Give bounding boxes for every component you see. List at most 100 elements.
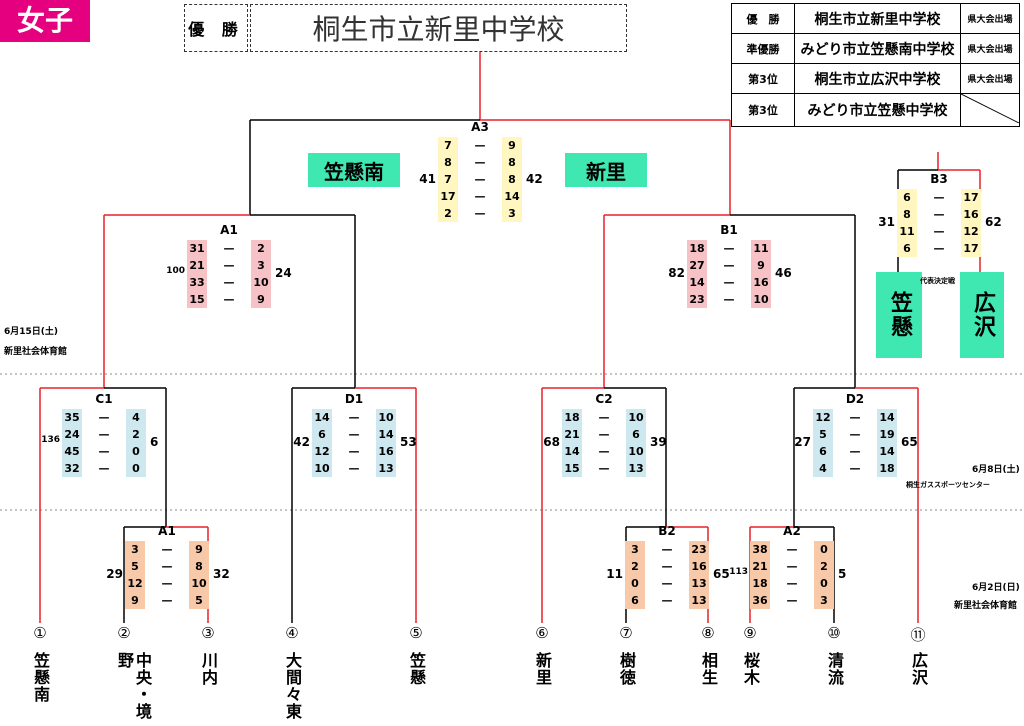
school-number: ⑥ (535, 624, 549, 642)
dash-separator: — (933, 225, 945, 238)
period-score: 45 (64, 445, 80, 458)
dash-separator: — (786, 543, 798, 556)
left-total-score: 11 (606, 567, 623, 581)
category-tag: 女子 (0, 0, 90, 42)
note-cell-empty (960, 93, 1020, 127)
dash-separator: — (849, 428, 861, 441)
dash-separator: — (348, 428, 360, 441)
left-total-score: 136 (41, 435, 60, 445)
match-label: B2 (658, 524, 676, 538)
score-separators: ———— (344, 409, 364, 477)
period-score: 18 (689, 242, 705, 255)
period-score: 9 (757, 259, 765, 272)
period-score: 8 (508, 156, 516, 169)
school-number: ③ (201, 624, 215, 642)
right-total-score: 39 (650, 435, 667, 449)
period-score: 12 (127, 577, 143, 590)
rank-cell: 準優勝 (731, 33, 795, 64)
left-total-score: 31 (878, 215, 895, 229)
dash-separator: — (933, 191, 945, 204)
dash-separator: — (786, 560, 798, 573)
period-score: 16 (753, 276, 769, 289)
left-total-score: 100 (166, 266, 185, 276)
school-number: ⑩ (827, 624, 841, 642)
venue-place: 新里社会体育館 (954, 601, 1018, 611)
period-score: 14 (378, 428, 394, 441)
results-row: 優 勝 桐生市立新里中学校 県大会出場 (731, 3, 1020, 34)
period-score: 4 (132, 411, 140, 424)
venue-place: 新里社会体育館 (4, 347, 68, 357)
match-label: A2 (783, 524, 801, 538)
period-score: 13 (691, 577, 707, 590)
period-score: 8 (195, 560, 203, 573)
match-label: B3 (930, 172, 948, 186)
period-score: 13 (378, 462, 394, 475)
period-score: 12 (314, 445, 330, 458)
dash-separator: — (849, 462, 861, 475)
school-number: ④ (285, 624, 299, 642)
period-score: 13 (628, 462, 644, 475)
match-label: A1 (158, 524, 176, 538)
match-label: C1 (95, 392, 113, 406)
period-score: 15 (189, 293, 205, 306)
school-number: ⑧ (701, 624, 715, 642)
period-score: 0 (132, 462, 140, 475)
period-score: 17 (963, 191, 979, 204)
dash-separator: — (598, 411, 610, 424)
period-score: 3 (508, 207, 516, 220)
score-separators: ———— (594, 409, 614, 477)
period-score: 21 (752, 560, 768, 573)
dash-separator: — (348, 445, 360, 458)
period-score: 14 (564, 445, 580, 458)
left-total-score: 82 (668, 266, 685, 280)
dash-separator: — (161, 543, 173, 556)
right-total-score: 65 (713, 567, 730, 581)
period-score: 16 (378, 445, 394, 458)
period-score: 24 (64, 428, 80, 441)
score-separators: ———— (719, 240, 739, 308)
match-label: C2 (595, 392, 613, 406)
period-score: 15 (564, 462, 580, 475)
period-score: 19 (879, 428, 895, 441)
right-total-score: 24 (275, 266, 292, 280)
period-score: 14 (314, 411, 330, 424)
dash-separator: — (223, 276, 235, 289)
venue-date: 6月8日(土) (972, 465, 1020, 475)
dash-separator: — (786, 577, 798, 590)
period-score: 3 (131, 543, 139, 556)
period-score: 8 (444, 156, 452, 169)
dash-separator: — (723, 276, 735, 289)
dash-separator: — (98, 462, 110, 475)
period-score: 38 (752, 543, 768, 556)
right-total-score: 62 (985, 215, 1002, 229)
dash-separator: — (161, 577, 173, 590)
school-name: 笠懸 (407, 652, 426, 686)
period-score: 3 (631, 543, 639, 556)
school-number: ⑨ (743, 624, 757, 642)
school-name: 清流 (825, 652, 844, 686)
period-score: 16 (691, 560, 707, 573)
period-score: 9 (257, 293, 265, 306)
right-total-score: 65 (901, 435, 918, 449)
period-score: 21 (189, 259, 205, 272)
dash-separator: — (661, 560, 673, 573)
period-score: 0 (132, 445, 140, 458)
score-separators: ———— (782, 541, 802, 609)
team-label-final-left: 笠懸南 (308, 153, 400, 187)
match-label: A1 (220, 223, 238, 237)
period-score: 6 (318, 428, 326, 441)
right-total-score: 5 (838, 567, 847, 581)
period-score: 16 (963, 208, 979, 221)
b3-caption: 代表決定戦 (920, 277, 955, 285)
period-score: 14 (879, 445, 895, 458)
